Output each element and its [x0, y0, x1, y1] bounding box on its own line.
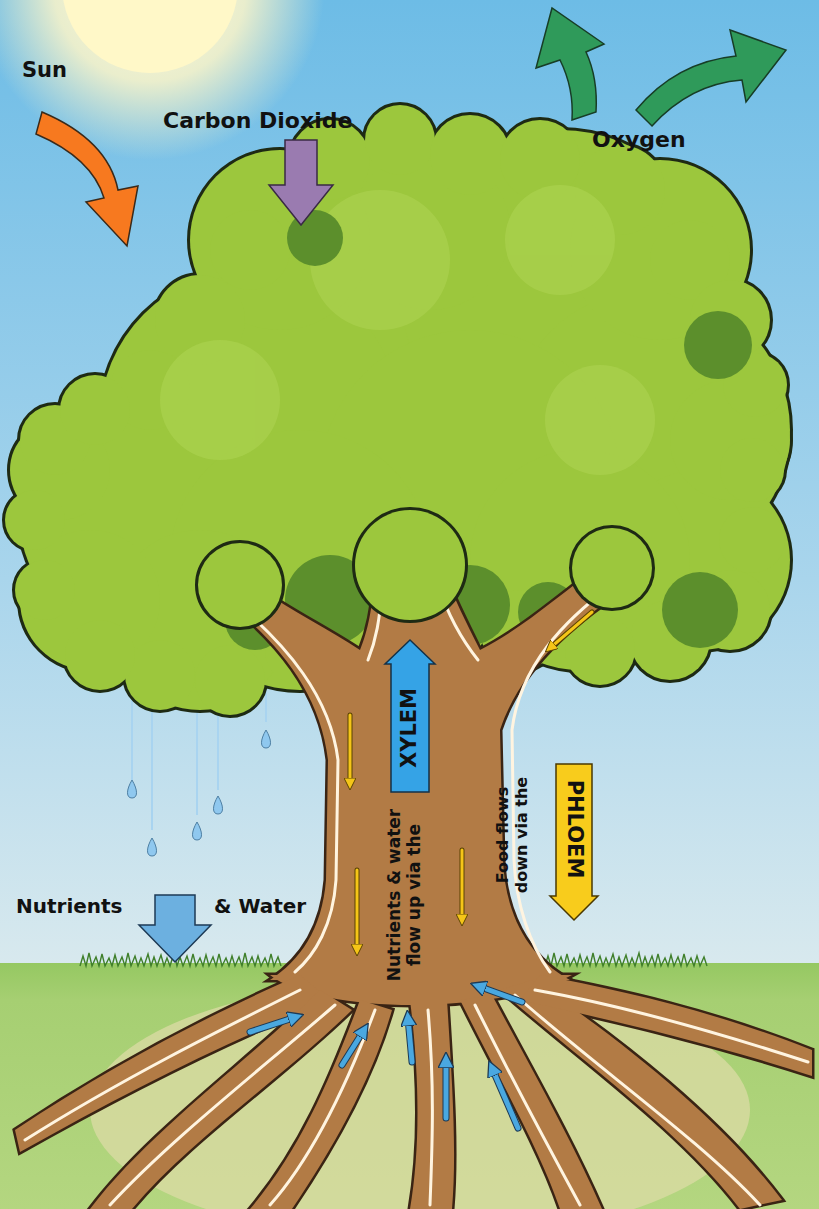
- arrow-shape: [550, 764, 598, 920]
- grass-tuft: [545, 953, 707, 966]
- process-label: & Water: [214, 894, 306, 918]
- uptake-arrow-outline: [478, 986, 522, 1002]
- leaf-highlight: [545, 365, 655, 475]
- rain-drop: [214, 796, 223, 814]
- leaf-highlight: [160, 340, 280, 460]
- food-arrow-outline: [355, 870, 360, 950]
- oxygen-arrow: [636, 30, 786, 126]
- leaf-highlight: [505, 185, 615, 295]
- uptake-arrow-outline: [250, 1017, 296, 1032]
- bark-lines: [25, 585, 808, 1205]
- uptake-arrow: [444, 1060, 449, 1118]
- root-line: [110, 1005, 335, 1205]
- oxygen-arrow: [536, 8, 604, 120]
- uptake-arrow: [492, 1068, 518, 1128]
- root-line: [515, 995, 760, 1205]
- uptake-arrow-outline: [443, 1060, 450, 1118]
- food-arrow-outline: [460, 850, 465, 920]
- canopy-shadows: [225, 210, 752, 650]
- rain-drop: [148, 838, 157, 856]
- trunk-and-roots: [15, 565, 812, 1209]
- uptake-arrow-outlines: [250, 986, 522, 1128]
- rain-drop: [128, 780, 137, 798]
- process-label: Sun: [22, 58, 67, 83]
- rain-drop: [193, 822, 202, 840]
- foliage-outline: [198, 510, 652, 627]
- process-label: Oxygen: [592, 127, 686, 153]
- leaf-shadow: [662, 572, 738, 648]
- process-label: Nutrients: [16, 894, 123, 918]
- sun-disc: [62, 0, 238, 73]
- rain-drop: [262, 730, 271, 748]
- uptake-arrow: [250, 1017, 296, 1032]
- leaf-shadow: [684, 311, 752, 379]
- food-arrow: [349, 715, 352, 784]
- nutrients-arrow: [139, 895, 211, 962]
- sun-arrow: [36, 112, 138, 246]
- root-uptake-arrows: [250, 986, 522, 1128]
- arrow-label: PHLOEM: [561, 780, 586, 879]
- uptake-arrow: [478, 986, 522, 1002]
- food-arrow-outline: [550, 612, 592, 648]
- food-arrow-outline: [348, 715, 353, 784]
- flow-description: Nutrients & water flow up via the: [384, 795, 425, 995]
- uptake-arrow-outline: [342, 1030, 364, 1065]
- foliage: [198, 510, 652, 627]
- arrow-shape: [385, 640, 435, 792]
- root-line: [270, 1010, 375, 1205]
- uptake-arrow-outline: [408, 1018, 412, 1062]
- root-line: [535, 990, 808, 1062]
- uptake-arrow-outline: [492, 1068, 518, 1128]
- uptake-arrows: [250, 986, 522, 1128]
- food-arrow: [550, 612, 592, 648]
- root-line: [428, 1010, 432, 1205]
- trunk-outline: [15, 565, 812, 1209]
- uptake-arrow: [408, 1018, 412, 1062]
- arrow-label: XYLEM: [397, 688, 422, 768]
- carbon-dioxide-arrow: [269, 140, 333, 225]
- rain-drops: [128, 730, 271, 856]
- flow-arrow-box: PHLOEM: [548, 762, 600, 922]
- flow-description: Food flows down via the: [493, 768, 531, 903]
- food-arrow: [461, 850, 464, 920]
- food-arrow: [356, 870, 359, 950]
- flow-arrow-box: XYLEM: [383, 638, 437, 794]
- canopy-highlights: [160, 185, 655, 475]
- uptake-arrow: [342, 1030, 364, 1065]
- process-label: Carbon Dioxide: [163, 108, 352, 134]
- root-line: [25, 990, 300, 1140]
